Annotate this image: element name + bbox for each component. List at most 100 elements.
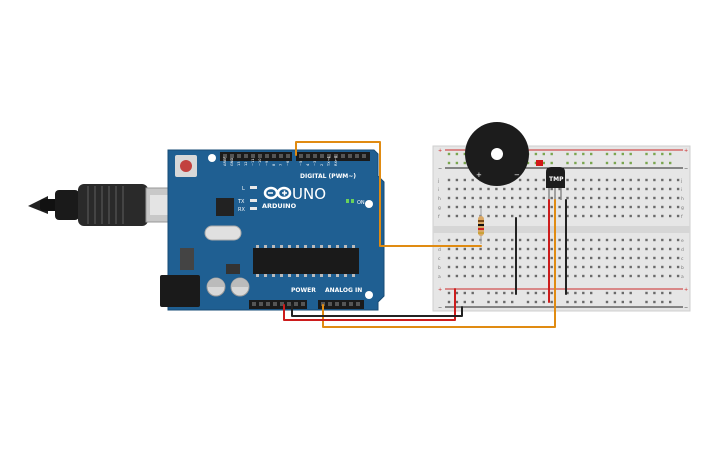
strip-hole xyxy=(534,274,538,278)
pin-label: GND xyxy=(230,158,234,166)
strip-hole xyxy=(653,274,656,278)
rail-hole xyxy=(605,291,609,295)
strip-hole xyxy=(503,187,506,191)
usb-chip xyxy=(216,198,234,216)
strip-hole xyxy=(518,256,522,260)
strip-hole xyxy=(637,205,640,209)
strip-hole xyxy=(574,247,577,251)
strip-hole xyxy=(487,214,490,218)
rail-hole xyxy=(534,152,538,156)
resistor[interactable] xyxy=(478,208,484,244)
rail-hole xyxy=(511,300,514,304)
strip-hole xyxy=(479,265,482,269)
pin-label: 7 xyxy=(279,164,283,166)
rail-hole xyxy=(645,161,648,165)
rail-hole xyxy=(550,152,553,156)
pin-label: ~3 xyxy=(313,161,317,166)
strip-hole xyxy=(447,187,451,191)
piezo-buzzer[interactable]: + − xyxy=(465,122,529,186)
strip-hole xyxy=(621,274,624,278)
strip-hole xyxy=(645,187,648,191)
strip-hole xyxy=(613,205,617,209)
row-label: b xyxy=(438,265,441,271)
strip-hole xyxy=(455,196,459,200)
rail-hole xyxy=(542,161,545,165)
strip-hole xyxy=(582,274,585,278)
strip-hole xyxy=(503,238,506,242)
reset-button-cap[interactable] xyxy=(180,160,192,172)
strip-hole xyxy=(550,247,553,251)
strip-hole xyxy=(447,196,451,200)
strip-hole xyxy=(558,238,561,242)
strip-hole xyxy=(574,265,577,269)
strip-hole xyxy=(653,214,656,218)
strip-hole xyxy=(526,238,530,242)
pin-label: ~5 xyxy=(299,161,303,166)
pin-label: ~10 xyxy=(258,158,262,166)
strip-hole xyxy=(518,187,522,191)
buzzer-minus-label: − xyxy=(514,171,520,179)
strip-hole xyxy=(558,187,561,191)
strip-hole xyxy=(645,265,648,269)
strip-hole xyxy=(479,196,482,200)
digital-label: DIGITAL (PWM~) xyxy=(300,173,356,180)
rail-hole xyxy=(463,161,466,165)
rail-hole xyxy=(613,300,617,304)
rail-hole xyxy=(574,300,577,304)
row-label: f xyxy=(438,214,440,220)
strip-hole xyxy=(487,238,490,242)
rail-hole xyxy=(590,161,593,165)
strip-hole xyxy=(518,205,522,209)
rail-hole xyxy=(582,291,585,295)
strip-hole xyxy=(669,214,672,218)
strip-hole xyxy=(582,247,585,251)
strip-hole xyxy=(566,274,569,278)
strip-hole xyxy=(471,214,474,218)
strip-hole xyxy=(645,247,648,251)
pin-label: ~6 xyxy=(286,160,290,166)
sensor-body xyxy=(546,167,565,188)
wire-5v xyxy=(283,288,456,321)
strip-hole xyxy=(613,196,617,200)
header-top-left xyxy=(220,152,292,161)
rail-hole xyxy=(621,161,624,165)
strip-hole xyxy=(526,265,530,269)
strip-hole xyxy=(637,238,640,242)
strip-hole xyxy=(629,265,632,269)
rail-hole xyxy=(503,291,506,295)
rail-hole xyxy=(534,300,538,304)
strip-hole xyxy=(447,274,451,278)
strip-hole xyxy=(526,247,530,251)
strip-hole xyxy=(597,187,601,191)
strip-hole xyxy=(550,238,553,242)
strip-hole xyxy=(550,214,553,218)
strip-hole xyxy=(669,274,672,278)
rail-plus-label: + xyxy=(438,148,442,154)
rail-hole xyxy=(463,291,466,295)
strip-hole xyxy=(471,265,474,269)
strip-hole xyxy=(566,205,569,209)
strip-hole xyxy=(629,196,632,200)
strip-hole xyxy=(605,265,609,269)
row-label: e xyxy=(438,239,441,244)
strip-hole xyxy=(550,265,553,269)
rail-hole xyxy=(621,152,624,156)
strip-hole xyxy=(661,247,664,251)
strip-hole xyxy=(590,205,593,209)
strip-hole xyxy=(653,187,656,191)
strip-hole xyxy=(471,274,474,278)
strip-hole xyxy=(534,238,538,242)
strip-hole xyxy=(621,205,624,209)
strip-hole xyxy=(597,265,601,269)
row-label: b xyxy=(681,265,684,271)
strip-hole xyxy=(590,238,593,242)
temperature-sensor[interactable]: TMP xyxy=(546,167,565,200)
strip-hole xyxy=(661,196,664,200)
strip-hole xyxy=(566,196,569,200)
strip-hole xyxy=(526,205,530,209)
strip-hole xyxy=(558,247,561,251)
atmega-chip xyxy=(253,248,359,274)
strip-hole xyxy=(534,265,538,269)
pin-label: RX←0 xyxy=(334,155,338,166)
